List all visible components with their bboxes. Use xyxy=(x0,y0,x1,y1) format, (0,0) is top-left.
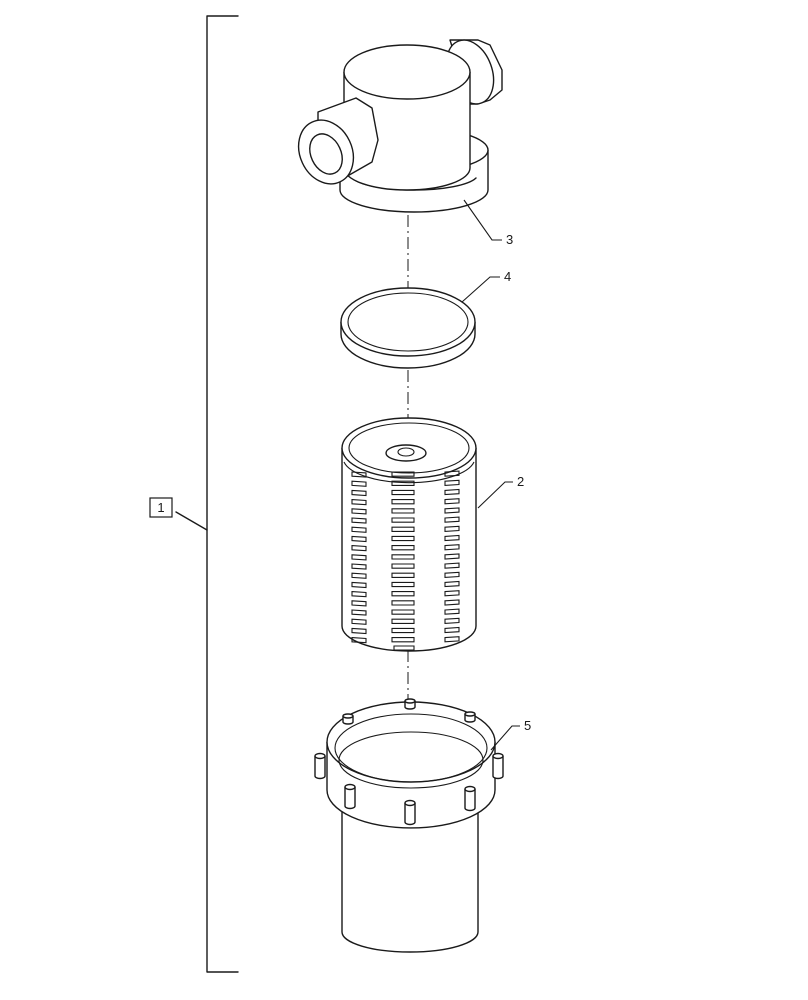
filter-slot xyxy=(444,599,460,606)
assembly-bracket xyxy=(175,15,239,973)
filter-slot xyxy=(351,591,367,598)
filter-slot xyxy=(351,563,367,570)
filter-slot xyxy=(351,499,367,506)
filter-slot xyxy=(391,627,415,634)
filter-slot xyxy=(351,508,367,515)
callout-2: 2 xyxy=(477,474,524,509)
filter-slot xyxy=(351,600,367,607)
filter-slot xyxy=(391,609,415,615)
filter-slot xyxy=(351,637,367,644)
filter-slot xyxy=(391,600,415,606)
filter-slot xyxy=(351,480,367,487)
filter-slot xyxy=(391,535,415,542)
filter-slot xyxy=(351,489,367,497)
filter-slot xyxy=(391,471,415,477)
filter-slot xyxy=(351,554,367,561)
filter-slot xyxy=(391,480,415,486)
filter-slot xyxy=(351,618,367,625)
filter-slot xyxy=(391,637,415,643)
filter-slot xyxy=(391,489,415,496)
callout-2-label: 2 xyxy=(517,474,524,489)
filter-slot xyxy=(391,591,415,597)
callout-5-label: 5 xyxy=(524,718,531,733)
seal-ring[interactable] xyxy=(340,287,476,369)
callout-5: 5 xyxy=(490,718,531,751)
filter-slot xyxy=(444,498,460,505)
filter-slot xyxy=(444,590,460,597)
filter-slot-pattern xyxy=(351,470,460,651)
filter-slot xyxy=(391,508,415,514)
filter-slot xyxy=(391,526,415,532)
filter-slot xyxy=(351,526,367,533)
filter-bowl[interactable] xyxy=(314,698,504,953)
filter-slot xyxy=(351,471,367,478)
filter-slot xyxy=(391,545,415,551)
filter-element[interactable] xyxy=(341,417,477,652)
filter-slot xyxy=(444,617,460,624)
filter-slot xyxy=(351,545,367,552)
filter-slot xyxy=(444,488,460,496)
assembly-label-box[interactable]: 1 xyxy=(149,497,173,518)
filter-slot xyxy=(444,534,460,542)
callout-4: 4 xyxy=(461,269,511,303)
filter-slot xyxy=(444,544,460,551)
bowl-lugs xyxy=(314,698,504,826)
filter-slot xyxy=(351,535,367,543)
filter-slot xyxy=(444,553,460,560)
filter-slot xyxy=(351,581,367,589)
filter-slot xyxy=(444,470,460,477)
filter-slot xyxy=(391,517,415,523)
filter-slot xyxy=(351,609,367,616)
filter-slot xyxy=(391,572,415,578)
callout-4-label: 4 xyxy=(504,269,511,284)
assembly-label: 1 xyxy=(157,500,164,515)
filter-slot xyxy=(444,608,460,615)
filter-head[interactable] xyxy=(288,33,503,213)
filter-slot xyxy=(444,580,460,588)
filter-slot xyxy=(391,581,415,588)
filter-slot xyxy=(444,626,460,634)
filter-slot xyxy=(444,479,460,486)
filter-slot xyxy=(391,563,415,569)
filter-slot xyxy=(351,517,367,524)
filter-slot xyxy=(391,499,415,505)
filter-slot xyxy=(444,562,460,569)
filter-slot xyxy=(351,572,367,579)
callout-3: 3 xyxy=(463,199,513,247)
callout-3-label: 3 xyxy=(506,232,513,247)
filter-slot xyxy=(391,554,415,560)
filter-slot xyxy=(444,516,460,523)
filter-slot xyxy=(351,627,367,635)
filter-slot xyxy=(444,525,460,532)
filter-slot xyxy=(444,636,460,643)
filter-slot xyxy=(444,507,460,514)
filter-slot xyxy=(444,571,460,578)
filter-slot xyxy=(393,645,415,651)
filter-slot xyxy=(391,618,415,624)
